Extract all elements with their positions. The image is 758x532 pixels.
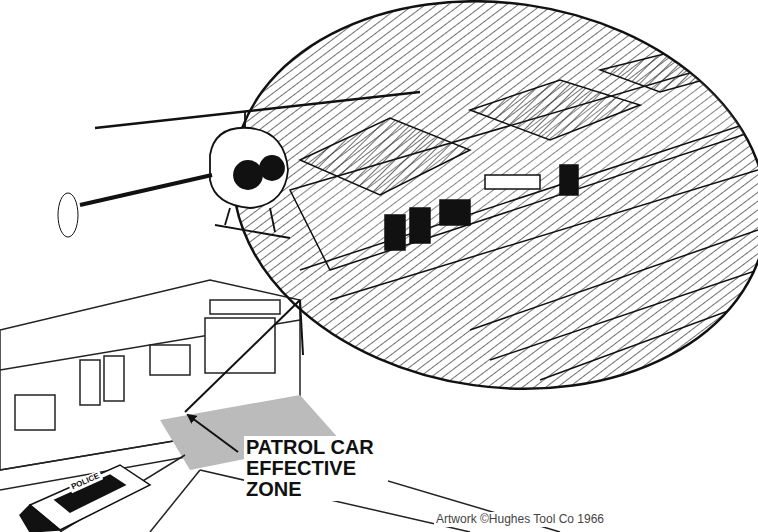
- patrol-car: [20, 465, 150, 532]
- helicopter-zone-part: [208, 0, 758, 422]
- helicopter-zone-part-part: [560, 165, 578, 195]
- helicopter-zone-part-part: [485, 175, 540, 189]
- helicopter-zone-part-part: [470, 230, 758, 330]
- helicopter-part: [210, 128, 288, 208]
- helicopter-zone-part-part: [470, 80, 640, 140]
- helicopter-zone-part-part: [600, 50, 740, 92]
- zone-label: PATROL CAR EFFECTIVE ZONE: [244, 436, 388, 501]
- helicopter-zone-part-part: [385, 215, 405, 250]
- helicopter-part: [80, 175, 212, 205]
- helicopter-zone-part-part: [540, 300, 758, 380]
- copyright-note: Artwork ©Hughes Tool Co 1966: [434, 512, 606, 527]
- helicopter-part: [270, 208, 275, 232]
- view-lines: [185, 300, 303, 412]
- street-scene-part: [210, 300, 280, 314]
- helicopter-part: [215, 225, 290, 238]
- helicopter-part: [58, 193, 78, 237]
- helicopter-zone: [208, 0, 758, 422]
- street-scene-part: [80, 360, 100, 405]
- helicopter-zone-part-part: [410, 208, 430, 243]
- helicopter-part: [95, 92, 420, 128]
- helicopter-zone-part-part: [300, 120, 758, 270]
- helicopter-zone-part-part: [300, 118, 470, 195]
- street-scene-part: [150, 470, 200, 532]
- street-scene-part: [205, 318, 275, 373]
- helicopter-part: [225, 208, 230, 225]
- helicopter-part: [260, 156, 284, 180]
- street-scene-part: [150, 345, 190, 375]
- helicopter-zone-part-part: [290, 70, 758, 270]
- street-scene-part: [104, 356, 124, 401]
- helicopter-part: [234, 161, 262, 189]
- patrol-car-part: [20, 505, 60, 532]
- view-lines-part: [185, 300, 300, 412]
- helicopter: [58, 92, 420, 238]
- street-scene-part: [15, 395, 55, 430]
- helicopter-zone-part-part: [330, 170, 758, 300]
- view-lines-part: [300, 300, 303, 355]
- helicopter-zone-part-part: [440, 200, 470, 225]
- leader-arrow: [188, 415, 238, 452]
